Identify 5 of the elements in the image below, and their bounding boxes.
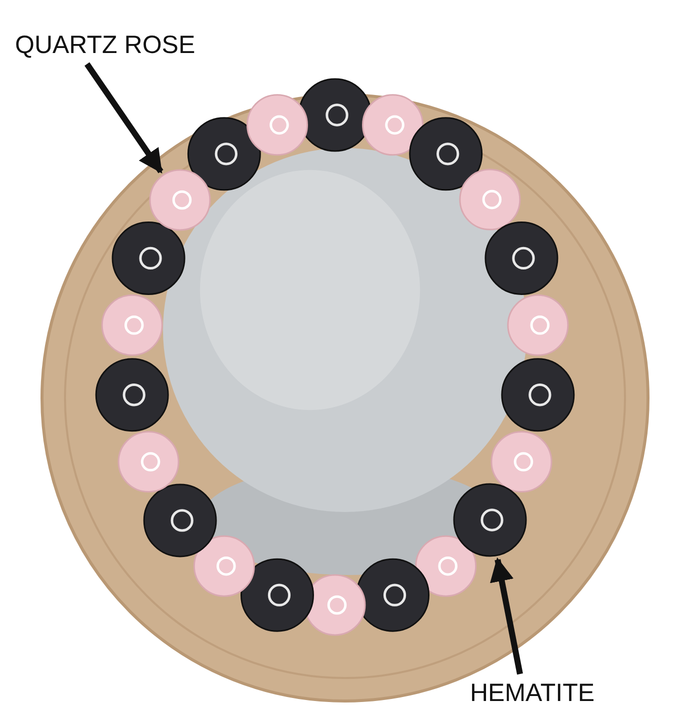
leader-line (84, 62, 164, 174)
material-label: HEMATITE (470, 678, 595, 708)
material-label: QUARTZ ROSE (15, 30, 196, 60)
bead (149, 168, 212, 231)
bead (452, 483, 527, 558)
